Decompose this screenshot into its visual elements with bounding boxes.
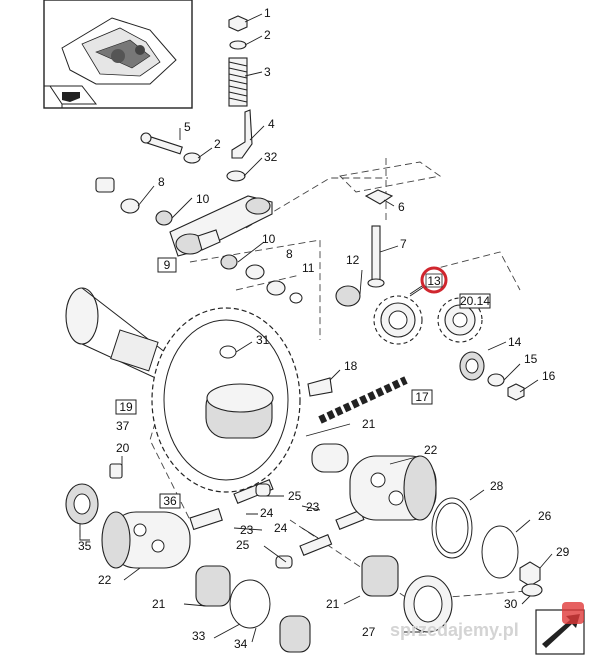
boxed-reference-20-14: 20.14	[459, 293, 491, 309]
callout-21b: 21	[152, 597, 166, 611]
callout-5: 5	[184, 120, 191, 134]
callout-labels: 1 2 3 4 5 2 32 8 10 6 7 10 8 11 12 31 14…	[78, 6, 570, 651]
callout-37: 37	[116, 419, 130, 433]
boxed-reference-17: 17	[411, 389, 433, 405]
callout-3: 3	[264, 65, 271, 79]
callout-15: 15	[524, 352, 538, 366]
callout-2b: 2	[214, 137, 221, 151]
sprocket-13	[373, 295, 423, 345]
callout-18: 18	[344, 359, 358, 373]
drive-shaft	[65, 287, 171, 381]
callout-21: 21	[362, 417, 376, 431]
leader-lines	[79, 13, 553, 643]
callout-23b: 23	[306, 500, 320, 514]
callout-22: 22	[424, 443, 438, 457]
callout-25: 25	[288, 489, 302, 503]
callout-6: 6	[398, 200, 405, 214]
overview-thumbnail	[43, 0, 193, 109]
right-clutch-hub	[311, 443, 437, 521]
left-bushings	[95, 177, 303, 304]
bracket-and-bolt	[140, 109, 253, 182]
chain	[307, 376, 408, 424]
callout-21c: 21	[326, 597, 340, 611]
svg-text:19: 19	[119, 400, 133, 414]
callout-24b: 24	[274, 521, 288, 535]
callout-11: 11	[302, 261, 315, 275]
bottom-bushings-rings	[195, 555, 453, 653]
callout-16: 16	[542, 369, 556, 383]
watermark: sprzedajemy.pl	[390, 602, 584, 640]
callout-29: 29	[556, 545, 570, 559]
svg-text:13: 13	[427, 274, 441, 288]
callout-33: 33	[192, 629, 206, 643]
callout-35: 35	[78, 539, 92, 553]
callout-22b: 22	[98, 573, 112, 587]
rings-28-26	[431, 497, 519, 579]
springs-and-pins	[233, 479, 365, 569]
callout-10: 10	[196, 192, 210, 206]
callout-23: 23	[240, 523, 254, 537]
nuts-29-30	[519, 561, 543, 597]
large-sprocket-37	[151, 307, 301, 493]
callout-20: 20	[116, 441, 130, 455]
callout-24: 24	[260, 506, 274, 520]
boxed-reference-19: 19	[115, 399, 137, 415]
callout-30: 30	[504, 597, 518, 611]
left-clutch-assembly	[65, 483, 223, 569]
callout-14: 14	[508, 335, 522, 349]
boxed-reference-9: 9	[157, 257, 177, 273]
callout-31: 31	[256, 333, 270, 347]
highlighted-reference-13[interactable]: 13	[420, 266, 448, 294]
callout-25b: 25	[236, 538, 250, 552]
svg-text:sprzedajemy.pl: sprzedajemy.pl	[390, 620, 519, 640]
callout-34: 34	[234, 637, 248, 651]
callout-4: 4	[268, 117, 275, 131]
pin-and-spring-stack	[228, 15, 248, 107]
fitting-20	[109, 463, 123, 479]
svg-text:20.14: 20.14	[460, 294, 490, 308]
callout-8: 8	[158, 175, 165, 189]
svg-text:36: 36	[163, 494, 177, 508]
callout-26: 26	[538, 509, 552, 523]
sprocket-20-14	[437, 297, 483, 343]
lever-arm	[169, 195, 273, 257]
callout-28: 28	[490, 479, 504, 493]
callout-10b: 10	[262, 232, 276, 246]
watermark-logo-icon	[562, 602, 584, 624]
callout-1: 1	[264, 6, 271, 20]
callout-7: 7	[400, 237, 407, 251]
bearing-washer-nut	[459, 351, 525, 401]
svg-text:17: 17	[415, 390, 429, 404]
callout-27: 27	[362, 625, 376, 639]
callout-32: 32	[264, 150, 278, 164]
callout-12: 12	[346, 253, 360, 267]
callout-2: 2	[264, 28, 271, 42]
clip-bolt-spacer	[335, 189, 394, 307]
svg-text:9: 9	[164, 258, 171, 272]
callout-8b: 8	[286, 247, 293, 261]
boxed-reference-36: 36	[159, 493, 181, 509]
